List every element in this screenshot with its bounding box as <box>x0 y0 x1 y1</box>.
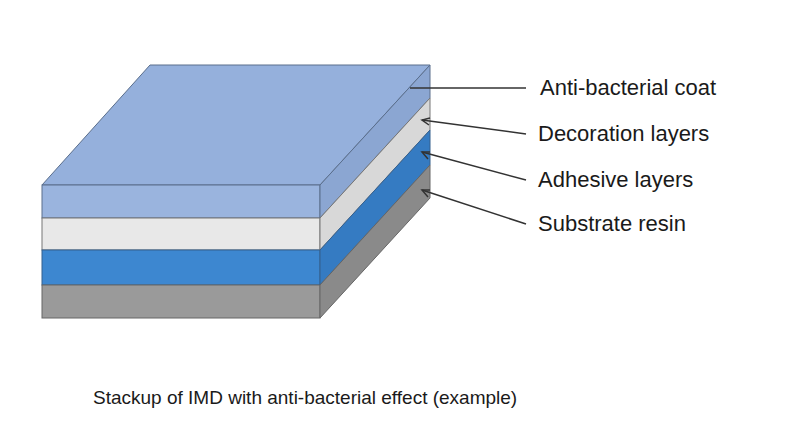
leader-line <box>422 152 526 180</box>
leader-line <box>422 190 526 224</box>
leader-arrow <box>422 118 430 125</box>
adhesive-front <box>42 250 320 285</box>
layer-label: Decoration layers <box>538 121 709 147</box>
leader-line <box>422 120 526 134</box>
leader-arrow <box>422 152 430 159</box>
leader-line <box>410 87 526 89</box>
leader-arrow <box>422 190 430 197</box>
layer-label: Substrate resin <box>538 211 686 237</box>
substrate-front <box>42 285 320 318</box>
layer-label: Adhesive layers <box>538 167 693 193</box>
substrate-side <box>320 165 430 318</box>
decoration-front <box>42 218 320 250</box>
figure-caption: Stackup of IMD with anti-bacterial effec… <box>93 386 517 410</box>
layer-label: Anti-bacterial coat <box>540 75 716 101</box>
coat-front <box>42 185 320 218</box>
